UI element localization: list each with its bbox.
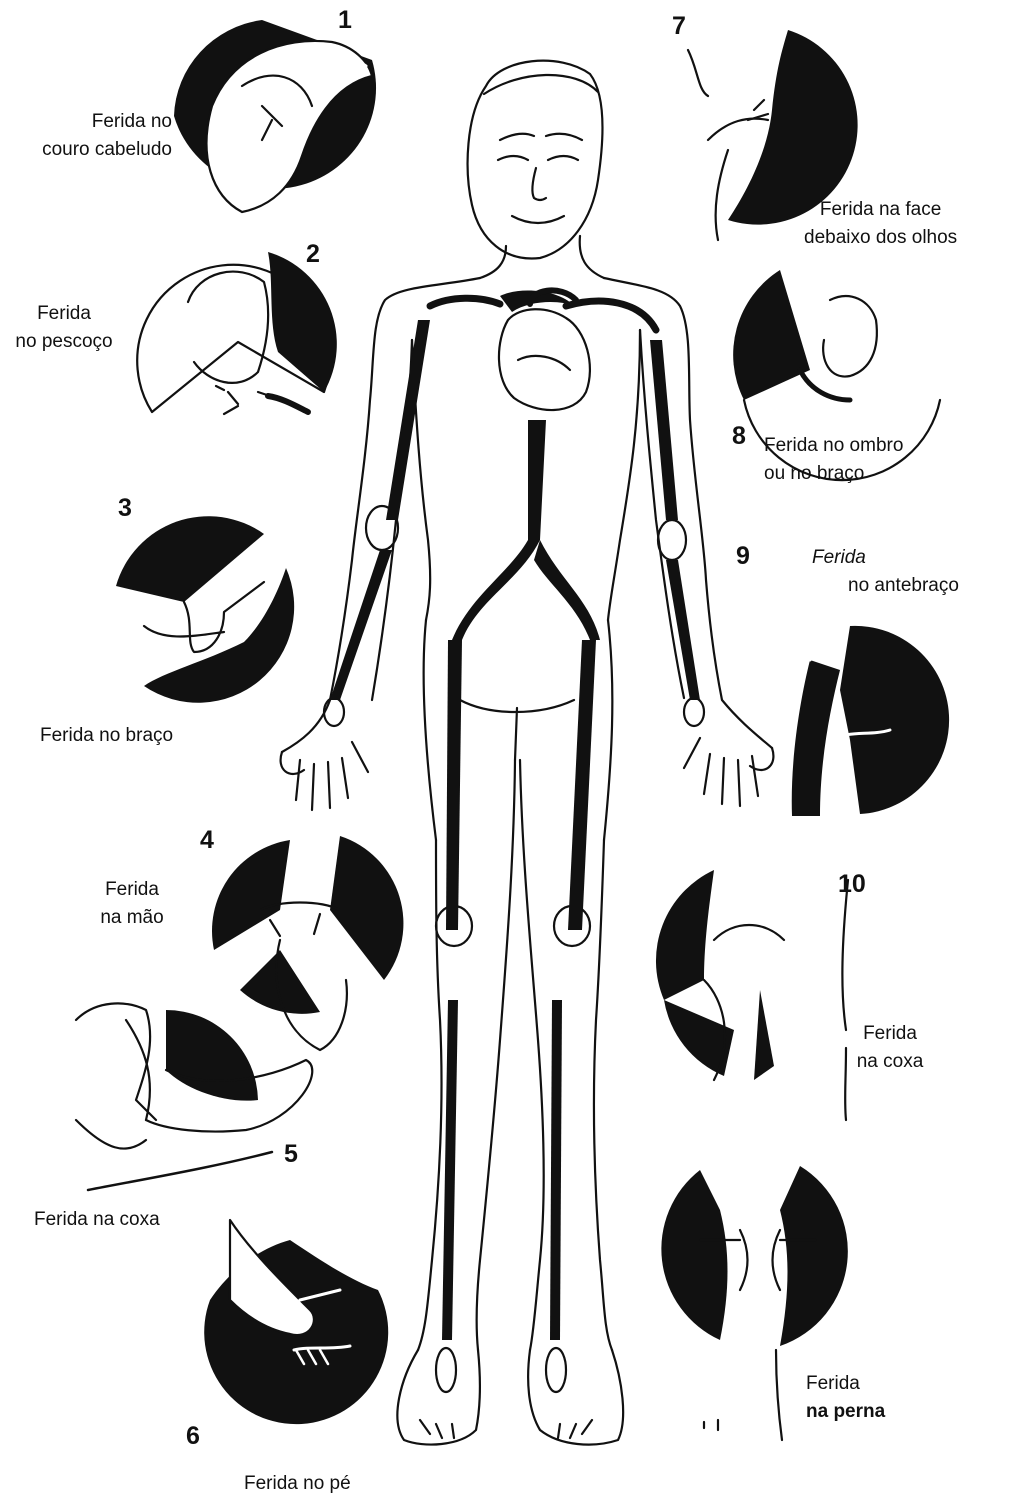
label-point-9: Ferida no antebraço xyxy=(812,544,959,599)
label-8-line1: Ferida no ombro xyxy=(764,432,903,460)
label-point-3: Ferida no braço xyxy=(40,722,173,750)
label-9-line1: Ferida xyxy=(812,544,959,572)
arteries xyxy=(330,291,700,1340)
point-number-10: 10 xyxy=(838,870,866,899)
point-number-2: 2 xyxy=(306,240,320,269)
label-point-1: Ferida no couro cabeludo xyxy=(42,108,172,163)
label-leg-line1: Ferida xyxy=(806,1370,885,1398)
label-leg: Ferida na perna xyxy=(806,1370,885,1425)
inset-leg xyxy=(661,1166,847,1346)
label-4-line2: na mão xyxy=(72,904,192,932)
label-point-4: Ferida na mão xyxy=(72,876,192,931)
point-number-8: 8 xyxy=(732,422,746,451)
label-9-line2: no antebraço xyxy=(812,572,959,600)
label-10-line2: na coxa xyxy=(840,1048,940,1076)
label-point-7: Ferida na face debaixo dos olhos xyxy=(804,196,957,251)
inset-3-arm xyxy=(116,516,294,703)
inset-5-thigh xyxy=(76,1003,312,1148)
label-10-line1: Ferida xyxy=(840,1020,940,1048)
point-number-7: 7 xyxy=(672,12,686,41)
label-point-6: Ferida no pé xyxy=(244,1470,351,1498)
point-number-9: 9 xyxy=(736,542,750,571)
label-2-line2: no pescoço xyxy=(0,328,128,356)
label-5-line1: Ferida na coxa xyxy=(34,1206,160,1234)
inset-10-thigh xyxy=(656,870,784,1080)
label-point-5: Ferida na coxa xyxy=(34,1206,160,1234)
point-number-5: 5 xyxy=(284,1140,298,1169)
label-3-line1: Ferida no braço xyxy=(40,722,173,750)
point-number-6: 6 xyxy=(186,1422,200,1451)
label-1-line2: couro cabeludo xyxy=(42,136,172,164)
inset-1-scalp xyxy=(174,20,376,212)
label-leg-line2: na perna xyxy=(806,1398,885,1426)
label-point-10: Ferida na coxa xyxy=(840,1020,940,1075)
label-4-line1: Ferida xyxy=(72,876,192,904)
label-6-line1: Ferida no pé xyxy=(244,1470,351,1498)
label-8-line2: ou no braço xyxy=(764,460,903,488)
point-number-3: 3 xyxy=(118,494,132,523)
label-point-8: Ferida no ombro ou no braço xyxy=(764,432,903,487)
label-point-2: Ferida no pescoço xyxy=(0,300,128,355)
label-1-line1: Ferida no xyxy=(42,108,172,136)
inset-6-foot xyxy=(204,1220,388,1424)
inset-4-hand xyxy=(212,836,403,1050)
label-7-line1: Ferida na face xyxy=(804,196,957,224)
inset-2-neck xyxy=(137,252,337,414)
point-number-1: 1 xyxy=(338,6,352,35)
point-number-4: 4 xyxy=(200,826,214,855)
label-2-line1: Ferida xyxy=(0,300,128,328)
inset-9-forearm xyxy=(792,620,949,816)
label-7-line2: debaixo dos olhos xyxy=(804,224,957,252)
